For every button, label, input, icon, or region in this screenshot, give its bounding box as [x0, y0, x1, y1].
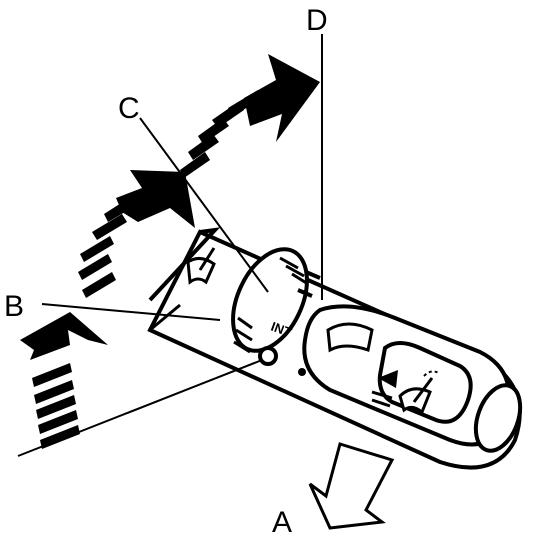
arrow-lower-left [20, 312, 108, 449]
arrow-down-a [308, 442, 395, 530]
arrow-upper [180, 54, 320, 178]
arrow-middle [78, 170, 195, 298]
position-marks [297, 270, 321, 298]
ring-index-dot [258, 346, 278, 366]
label-b: B [4, 290, 24, 323]
intermittent-label: INT [269, 319, 294, 340]
label-c: C [118, 92, 140, 125]
label-d: D [306, 4, 328, 37]
leader-lines [17, 34, 323, 457]
leader-b [41, 303, 221, 321]
label-a: A [272, 506, 292, 538]
washer-wiper-button[interactable] [371, 341, 473, 424]
washer-wiper-icon [371, 370, 441, 415]
leader-c [139, 117, 269, 293]
rear-wiper-icon [186, 247, 216, 285]
wiper-ring[interactable] [218, 238, 322, 366]
leader-lower [17, 359, 263, 457]
